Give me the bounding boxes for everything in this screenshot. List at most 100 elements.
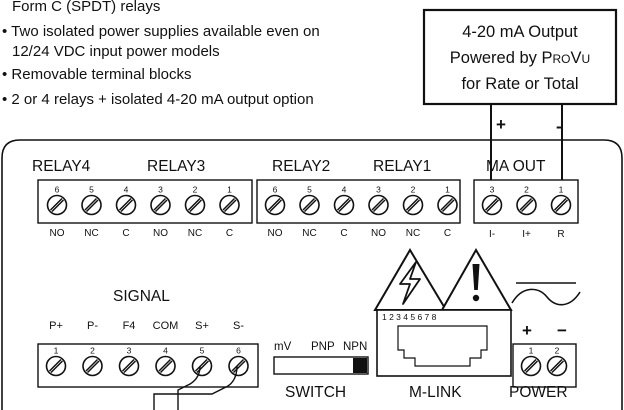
signal-screw-5[interactable] [191,355,213,377]
relay4-3-terminal-block[interactable] [37,179,253,224]
relay2-1-terminals: 6NO 5NC 4C 3NO 2NC 1C [264,185,458,239]
relay2-1-terminal-block[interactable] [256,179,461,224]
switch-label: SWITCH [285,384,346,401]
switch-position-npn: NPN [343,341,367,353]
switch-slider-knob[interactable] [353,358,367,373]
relay2-1-label-3: C [340,228,347,239]
ma-out-number-1: 3 [490,185,495,195]
signal-label-2: P- [87,320,98,332]
relay2-1-label-2: NC [302,228,316,239]
relay2-1-label-6: C [444,228,451,239]
signal-screw-2[interactable] [82,355,103,377]
relay4-3-label-5: NC [188,228,202,239]
signal-number-6: 6 [236,346,241,356]
switch-position-mv: mV [274,341,292,353]
relay3-label: RELAY3 [147,158,205,175]
ma-out-screw-2[interactable] [516,194,537,216]
signal-label-3: F4 [123,320,136,332]
relay2-1-number-1: 6 [273,185,278,195]
signal-number-3: 3 [127,346,132,356]
relay2-1-screw-3[interactable] [333,194,355,216]
relay4-label: RELAY4 [32,158,91,175]
relay4-3-label-2: NC [84,228,98,239]
relay2-1-screw-1[interactable] [264,194,286,216]
relay1-label: RELAY1 [373,158,431,175]
ma-out-screw-1[interactable] [481,194,503,216]
ma-out-screw-3[interactable] [550,194,572,216]
signal-number-5: 5 [200,346,205,356]
relay2-1-number-4: 3 [376,185,381,195]
relay2-1-number-5: 2 [411,185,416,195]
bullet-line-1: • Two isolated power supplies available … [2,23,320,40]
power-plus-sign: + [522,321,532,340]
signal-number-2: 2 [90,346,95,356]
signal-screw-4[interactable] [155,355,176,377]
m-link-pin-labels: 1 2 3 4 5 6 7 8 [382,312,437,322]
ma-out-label-3: R [557,229,564,240]
relay2-1-screw-4[interactable] [368,194,389,216]
power-screw-1[interactable] [520,355,542,377]
hazard-voltage-icon [373,248,448,311]
relay4-3-number-3: 4 [124,185,129,195]
relay4-3-label-6: C [226,228,233,239]
signal-label-5: S+ [195,320,209,332]
relay4-3-number-1: 6 [55,185,60,195]
ma-out-number-3: 1 [559,185,564,195]
relay4-3-screw-5[interactable] [184,194,206,216]
bullet-line-4: • 2 or 4 relays + isolated 4-20 mA outpu… [2,91,314,108]
relay4-3-screw-2[interactable] [81,194,102,216]
signal-label-6: S- [233,320,244,332]
ma-out-label-1: I- [489,229,495,240]
signal-label-4: COM [153,320,179,332]
relay4-3-label-3: C [122,228,129,239]
rear-panel-outline [1,139,623,410]
signal-title: SIGNAL [113,288,170,305]
relay2-label: RELAY2 [272,158,330,175]
relay4-3-number-6: 1 [227,185,232,195]
signal-number-1: 1 [54,346,59,356]
relay2-1-screw-2[interactable] [299,194,320,216]
callout-line3: for Rate or Total [461,75,578,93]
signal-screw-3[interactable] [118,355,140,377]
relay2-1-label-5: NC [406,228,420,239]
caution-icon [440,247,513,311]
relay4-3-screw-6[interactable] [219,194,240,216]
signal-screw-6[interactable] [228,355,249,377]
signal-terminal-block[interactable] [37,343,259,388]
relay2-1-screw-5[interactable] [402,194,424,216]
relay4-3-screw-4[interactable] [150,194,171,216]
bullet-line-3: • Removable terminal blocks [2,66,192,83]
relay2-1-number-2: 5 [307,185,312,195]
signal-screw-1[interactable] [45,355,67,377]
signal-label-1: P+ [49,320,63,332]
signal-terminals: 1 2 3 4 5 6 P+ P- F4 COM S+ S- [45,320,249,377]
signal-wire-s-plus [177,365,201,410]
power-screw-2[interactable] [546,355,568,377]
ma-out-number-2: 2 [524,185,529,195]
callout-plus-sign: + [496,115,506,134]
power-label: POWER [509,384,568,401]
ma-out-terminals: 3I-2I+1R [481,185,572,240]
relay4-3-screw-1[interactable] [46,194,68,216]
relay4-3-number-4: 3 [158,185,163,195]
power-minus-sign: − [557,321,567,340]
power-number-1: 1 [529,346,534,356]
relay4-3-number-2: 5 [89,185,94,195]
power-number-2: 2 [555,346,560,356]
relay2-1-label-4: NO [371,228,386,239]
callout-line1: 4-20 mA Output [462,23,578,41]
signal-number-4: 4 [163,346,168,356]
m-link-label: M-LINK [409,384,462,401]
relay2-1-number-6: 1 [445,185,450,195]
m-link-socket [397,325,488,367]
input-type-switch[interactable] [273,356,369,375]
relay4-3-screw-3[interactable] [115,194,137,216]
relay2-1-label-1: NO [268,228,283,239]
ma-out-label: MA OUT [486,158,546,175]
relay2-1-screw-6[interactable] [437,194,458,216]
switch-position-pnp: PNP [311,341,335,353]
relay2-1-number-3: 4 [342,185,347,195]
